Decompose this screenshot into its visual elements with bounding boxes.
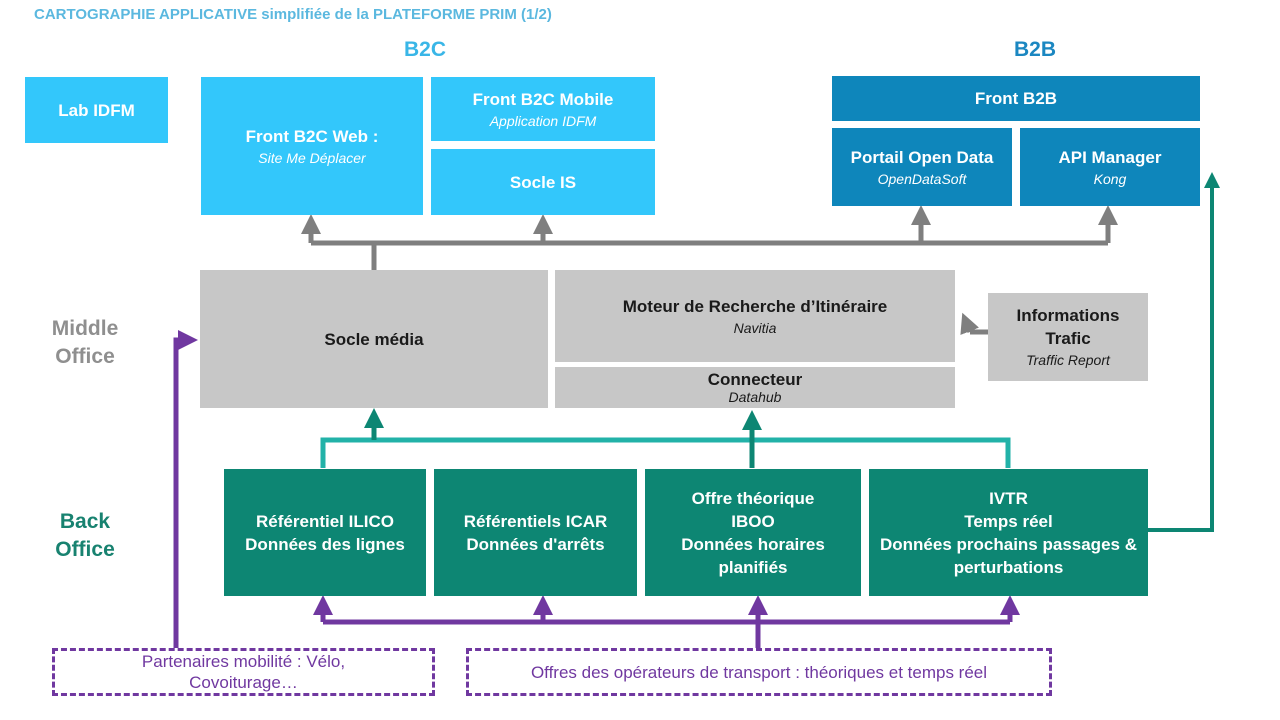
box-subtitle: Datahub (728, 388, 782, 405)
purple-connector (173, 330, 1020, 648)
teal-connector (320, 408, 1011, 468)
moteur-recherche-box: Moteur de Recherche d’Itinéraire Navitia (555, 270, 955, 362)
lab-idfm-box: Lab IDFM (25, 77, 168, 143)
box-title-line: Informations (1016, 306, 1120, 325)
box-title: Front B2C Mobile (472, 89, 614, 109)
box-line: Référentiels ICAR (463, 511, 608, 531)
box-title: Front B2B (974, 89, 1058, 108)
section-label-b2b: B2B (1013, 38, 1056, 61)
box-subtitle: Application IDFM (489, 112, 597, 129)
box-subtitle: Site Me Déplacer (258, 149, 366, 166)
row-label-middle-office: Middle Office (30, 315, 140, 371)
offre-theorique-iboo-box: Offre théorique IBOO Données horaires pl… (645, 469, 861, 596)
box-line: Données des lignes (245, 534, 405, 554)
box-title: Portail Open Data (850, 147, 994, 167)
offres-operateurs-box: Offres des opérateurs de transport : thé… (466, 648, 1052, 696)
socle-is-box: Socle IS (431, 149, 655, 215)
box-title: Lab IDFM (58, 100, 135, 120)
box-subtitle: OpenDataSoft (877, 170, 967, 187)
box-title: Socle IS (509, 172, 577, 192)
row-label-back-office: Back Office (30, 508, 140, 564)
row-label-line: Back (59, 510, 111, 533)
row-label-line: Office (55, 538, 115, 561)
box-line: Données horaires (681, 534, 825, 554)
box-subtitle: Traffic Report (1026, 352, 1110, 368)
box-line: Offre théorique (691, 488, 815, 508)
front-b2c-mobile-box: Front B2C Mobile Application IDFM (431, 77, 655, 141)
box-subtitle: Kong (1093, 170, 1127, 187)
informations-trafic-box: Informations Trafic Traffic Report (988, 293, 1148, 381)
front-b2c-web-box: Front B2C Web : Site Me Déplacer (201, 77, 423, 215)
diagram-title: CARTOGRAPHIE APPLICATIVE simplifiée de l… (34, 6, 552, 23)
box-line: Données d'arrêts (466, 534, 605, 554)
portail-open-data-box: Portail Open Data OpenDataSoft (832, 128, 1012, 206)
box-line: perturbations (953, 557, 1064, 577)
box-line: Temps réel (964, 511, 1053, 531)
referentiels-icar-box: Référentiels ICAR Données d'arrêts (434, 469, 637, 596)
box-subtitle: Navitia (733, 319, 777, 336)
connecteur-box: Connecteur Datahub (555, 367, 955, 408)
gray-connector (301, 205, 1118, 270)
box-title: Front B2C Web : (245, 126, 379, 146)
section-label-b2c: B2C (403, 38, 446, 61)
box-line: IBOO (731, 511, 775, 531)
ivtr-box: IVTR Temps réel Données prochains passag… (869, 469, 1148, 596)
box-line: planifiés (718, 557, 788, 577)
row-label-line: Office (55, 345, 115, 368)
box-line: Référentiel ILICO (256, 511, 394, 531)
partenaires-mobilite-box: Partenaires mobilité : Vélo, Covoiturage… (52, 648, 435, 696)
box-line: IVTR (989, 488, 1028, 508)
box-title: API Manager (1058, 147, 1162, 167)
box-line: Offres des opérateurs de transport : thé… (530, 662, 988, 682)
box-line: Données prochains passages & (880, 534, 1137, 554)
api-manager-box: API Manager Kong (1020, 128, 1200, 206)
front-b2b-box: Front B2B (832, 76, 1200, 121)
socle-media-box: Socle média (200, 270, 548, 408)
box-title: Connecteur (707, 369, 803, 389)
gray-connector (960, 312, 988, 335)
row-label-line: Middle (51, 317, 119, 340)
box-title: Socle média (324, 329, 424, 349)
referentiel-ilico-box: Référentiel ILICO Données des lignes (224, 469, 426, 596)
box-title: Moteur de Recherche d’Itinéraire (622, 296, 888, 316)
teal-connector (1148, 172, 1220, 532)
box-line: Covoiturage… (189, 673, 298, 692)
box-title-line: Trafic (1045, 329, 1091, 348)
box-line: Partenaires mobilité : Vélo, (141, 652, 346, 671)
